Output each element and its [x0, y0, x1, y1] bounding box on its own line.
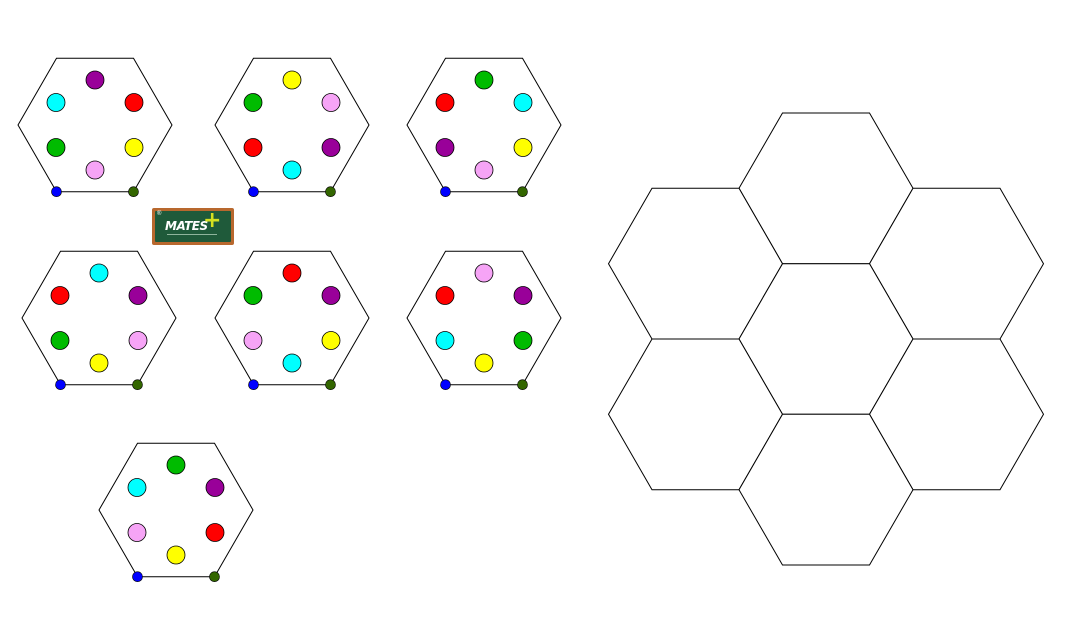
- move-handle-point[interactable]: [209, 571, 220, 583]
- cyan-dot: [513, 93, 533, 112]
- pink-dot: [321, 93, 341, 112]
- pink-dot: [243, 331, 263, 350]
- red-dot: [50, 286, 70, 305]
- logo-chalkboard: ® MATES +: [155, 208, 231, 242]
- move-handle-point[interactable]: [517, 379, 528, 391]
- green-dot: [474, 70, 494, 90]
- cyan-dot: [127, 478, 147, 497]
- logo-text: MATES: [165, 219, 208, 233]
- rotate-handle-point[interactable]: [248, 186, 259, 197]
- pink-dot: [128, 331, 148, 350]
- purple-dot: [128, 286, 148, 305]
- green-dot: [50, 331, 70, 350]
- yellow-dot: [166, 545, 186, 565]
- pink-dot: [127, 523, 147, 542]
- yellow-dot: [474, 353, 494, 373]
- green-dot: [46, 138, 66, 157]
- purple-dot: [321, 138, 341, 157]
- hex-piece-3[interactable]: [406, 57, 562, 197]
- yellow-dot: [124, 138, 144, 157]
- rotate-handle-point[interactable]: [440, 379, 451, 391]
- pink-dot: [474, 263, 494, 283]
- purple-dot: [321, 286, 341, 305]
- rotate-handle-point[interactable]: [51, 186, 62, 197]
- move-handle-point[interactable]: [132, 379, 143, 391]
- red-dot: [435, 286, 455, 305]
- hexagon-board: [607, 112, 1045, 566]
- logo-registered-mark: ®: [157, 211, 162, 217]
- purple-dot: [205, 478, 225, 497]
- move-handle-point[interactable]: [325, 379, 336, 391]
- rotate-handle-point[interactable]: [248, 379, 259, 391]
- hex-piece-5[interactable]: [214, 250, 370, 391]
- move-handle-point[interactable]: [517, 186, 528, 197]
- move-handle-point[interactable]: [128, 186, 139, 197]
- hex-piece-7[interactable]: [98, 442, 254, 583]
- hex-piece-2[interactable]: [214, 57, 370, 197]
- hex-piece-1[interactable]: [17, 57, 173, 197]
- cyan-dot: [435, 331, 455, 350]
- move-handle-point[interactable]: [325, 186, 336, 197]
- yellow-dot: [513, 138, 533, 157]
- green-dot: [243, 286, 263, 305]
- hex-piece-4[interactable]: [21, 250, 177, 391]
- cyan-dot: [282, 160, 302, 180]
- green-dot: [243, 93, 263, 112]
- rotate-handle-point[interactable]: [55, 379, 66, 391]
- green-dot: [166, 455, 186, 475]
- hex-piece-6[interactable]: [406, 250, 562, 391]
- cyan-dot: [89, 263, 109, 283]
- purple-dot: [513, 286, 533, 305]
- red-dot: [435, 93, 455, 112]
- purple-dot: [85, 70, 105, 90]
- board-slot-bottom[interactable]: [738, 413, 914, 566]
- logo-plus-icon: +: [203, 208, 222, 233]
- logo-tagline-line: [167, 234, 217, 235]
- pieces-tray: [17, 57, 562, 583]
- purple-dot: [435, 138, 455, 157]
- cyan-dot: [282, 353, 302, 373]
- yellow-dot: [89, 353, 109, 373]
- red-dot: [282, 263, 302, 283]
- green-dot: [513, 331, 533, 350]
- red-dot: [124, 93, 144, 112]
- mates-logo: ® MATES +: [152, 208, 234, 245]
- pink-dot: [474, 160, 494, 180]
- rotate-handle-point[interactable]: [440, 186, 451, 197]
- pink-dot: [85, 160, 105, 180]
- red-dot: [243, 138, 263, 157]
- yellow-dot: [282, 70, 302, 90]
- rotate-handle-point[interactable]: [132, 571, 143, 583]
- cyan-dot: [46, 93, 66, 112]
- yellow-dot: [321, 331, 341, 350]
- red-dot: [205, 523, 225, 542]
